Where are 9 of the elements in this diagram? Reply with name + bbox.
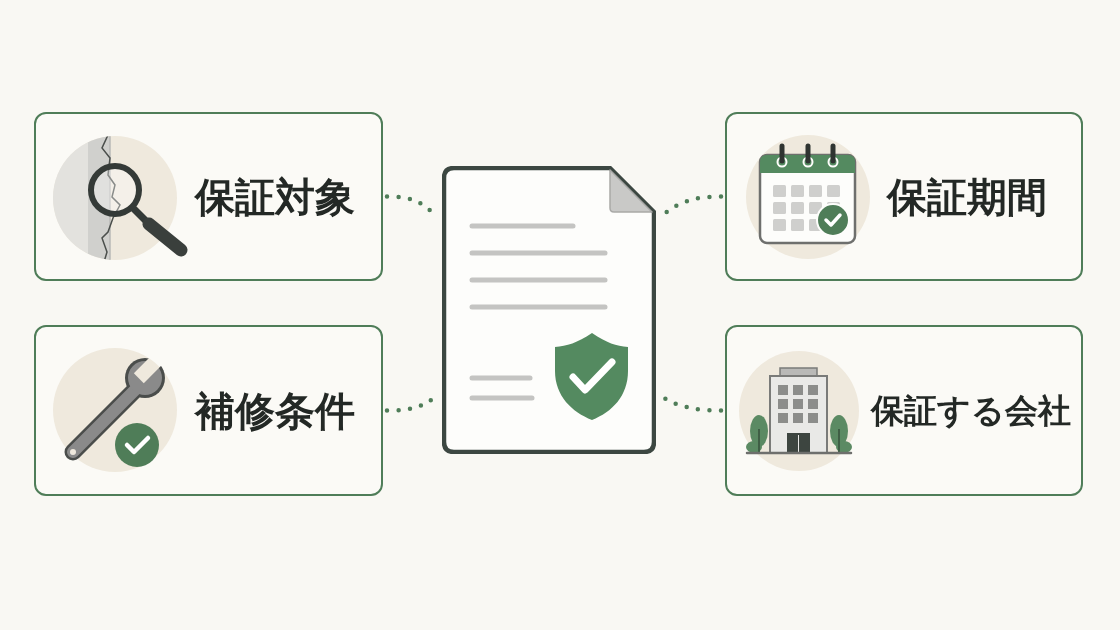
card-title: 保証する会社 [870, 391, 1071, 430]
card-title: 保証対象 [194, 173, 355, 220]
card-title: 補修条件 [194, 387, 355, 434]
document-illustration [442, 166, 656, 454]
card-title: 保証期間 [886, 173, 1047, 220]
topic-card [725, 325, 1083, 496]
topic-card [34, 112, 383, 281]
topic-card [725, 112, 1083, 281]
topic-card [34, 325, 383, 496]
